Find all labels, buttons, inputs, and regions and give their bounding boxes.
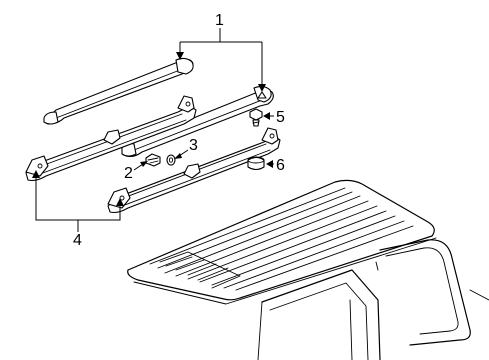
screw-part [145, 153, 161, 167]
crossbar-upper [25, 95, 197, 182]
arrowheads [32, 52, 273, 206]
callout-3: 3 [189, 137, 198, 154]
roof-rail-upper [43, 57, 194, 125]
clip-part [166, 154, 176, 166]
callout-4: 4 [73, 232, 82, 249]
cap-part [247, 156, 265, 171]
roof-rail-lower [121, 85, 274, 158]
callout-1: 1 [215, 12, 224, 29]
callout-6: 6 [276, 157, 285, 174]
callout-2: 2 [124, 165, 133, 182]
crossbar-lower [107, 127, 281, 214]
callout-5: 5 [276, 109, 285, 126]
vehicle-roof [127, 179, 489, 360]
bolt-part [249, 108, 263, 127]
